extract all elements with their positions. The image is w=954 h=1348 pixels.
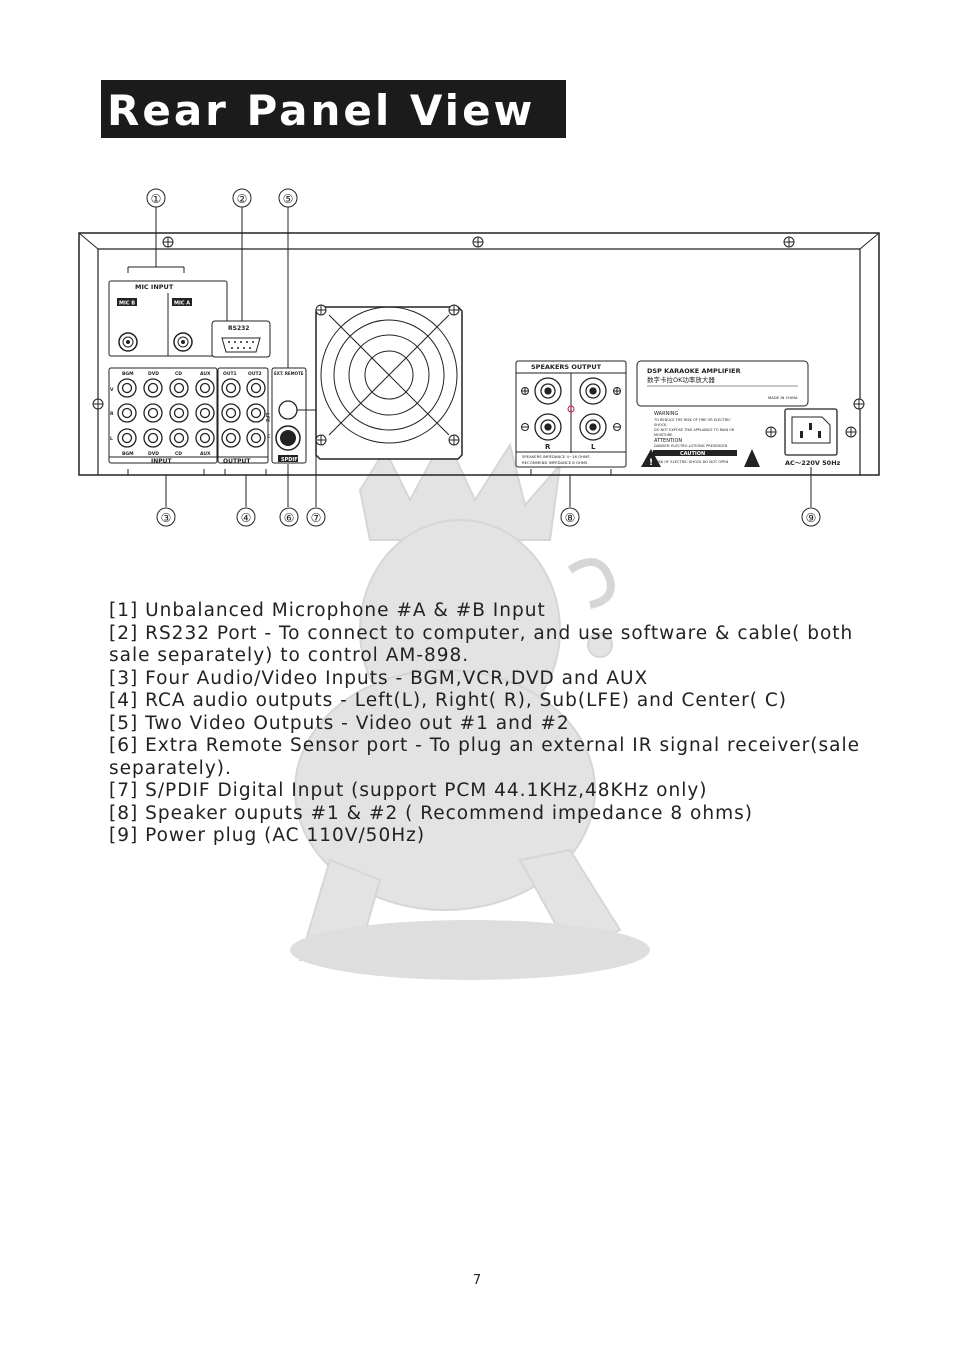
product-label: DSP KARAOKE AMPLIFIER 数字卡拉OK功率放大器 MADE I…	[636, 360, 809, 407]
mic-input-label: MIC INPUT	[135, 283, 174, 291]
input-col-dvd-bottom: DVD	[148, 451, 159, 457]
speaker-terminals[interactable]	[534, 377, 607, 441]
mic-b-label: MIC B	[119, 301, 135, 307]
speakers-output-section: SPEAKERS OUTPUT R L SPEAKERS IMPEDANCE 4…	[515, 360, 627, 468]
legend-item-4: [4] RCA audio outputs - Left(L), Right( …	[109, 690, 788, 711]
warning-text-2: SHOCK,	[654, 423, 667, 427]
callout-4: ④	[241, 511, 252, 525]
legend-item-6: [6] Extra Remote Sensor port - To plug a…	[109, 735, 860, 779]
side-letter-l: L	[110, 436, 113, 442]
caution-label: CAUTION	[680, 451, 705, 457]
product-name: DSP KARAOKE AMPLIFIER	[647, 367, 741, 375]
made-in-label: MADE IN CHINA	[768, 395, 798, 400]
callout-2: ②	[237, 192, 248, 206]
ext-remote-jack[interactable]	[278, 400, 298, 420]
product-name-cn: 数字卡拉OK功率放大器	[647, 375, 715, 384]
speakers-output-label: SPEAKERS OUTPUT	[531, 363, 602, 371]
mic-input-section: MIC INPUT MIC B MIC A	[108, 280, 228, 357]
warning-text-1: TO REDUCE THE RISK OF FIRE OR ELECTRIC	[653, 418, 731, 422]
mic-a-jack[interactable]	[173, 332, 193, 352]
warning-block: WARNING TO REDUCE THE RISK OF FIRE OR EL…	[641, 411, 760, 468]
input-col-cd: CD	[175, 371, 182, 377]
callout-1: ①	[151, 192, 162, 206]
side-letter-v: V	[110, 387, 114, 393]
input-col-aux: AUX	[200, 371, 211, 377]
page-number: 7	[472, 1273, 482, 1288]
av-output-section: OUT1 OUT2 OUTPUT LFE C	[217, 367, 271, 465]
legend-item-1: [1] Unbalanced Microphone #A & #B Input	[109, 600, 546, 621]
input-col-dvd: DVD	[148, 371, 159, 377]
warning-text-3: DO NOT EXPOSE THIS APPLIANCE TO RAIN OR	[654, 428, 735, 432]
rs232-label: RS232	[228, 325, 249, 332]
bottom-callouts: ③ ④ ⑥ ⑦ ⑧ ⑨	[156, 507, 821, 527]
input-label: INPUT	[151, 458, 173, 465]
lightning-triangle-icon	[744, 449, 760, 467]
cooling-fan	[315, 304, 463, 460]
output-side-c: C	[267, 434, 271, 440]
speaker-impedance-line1: SPEAKERS IMPEDANCE 4~16 OHMS	[522, 454, 590, 459]
legend-item-7: [7] S/PDIF Digital Input (support PCM 44…	[109, 780, 708, 801]
input-col-cd-bottom: CD	[175, 451, 182, 457]
callout-3: ③	[161, 511, 172, 525]
legend-item-8: [8] Speaker ouputs #1 & #2 ( Recommend i…	[109, 802, 753, 824]
rca-output-jacks[interactable]	[221, 378, 266, 448]
mic-b-jack[interactable]	[118, 332, 138, 352]
mascot-watermark	[290, 432, 650, 980]
output-label: OUTPUT	[223, 458, 251, 465]
av-input-section: BGM DVD CD AUX V R L BGM DVD CD AUX INPU…	[108, 367, 218, 465]
rca-input-jacks[interactable]	[117, 378, 215, 448]
callout-7: ⑦	[311, 511, 322, 525]
output-col-out1: OUT1	[223, 371, 237, 377]
rs232-port[interactable]: RS232	[211, 320, 271, 358]
input-col-bgm-bottom: BGM	[122, 451, 134, 457]
speaker-l-label: L	[591, 443, 596, 451]
speaker-r-label: R	[545, 443, 551, 451]
input-col-bgm: BGM	[122, 371, 134, 377]
warning-text-4: MOISTURE.	[654, 433, 673, 437]
warning-title: WARNING	[654, 411, 679, 417]
power-label: AC～220V 50Hz	[785, 459, 841, 467]
rear-panel-diagram: ① ② ⑤ MIC INPUT MIC B MIC A	[78, 188, 880, 527]
input-col-aux-bottom: AUX	[200, 451, 211, 457]
legend-item-3: [3] Four Audio/Video Inputs - BGM,VCR,DV…	[109, 667, 649, 689]
top-callouts: ① ② ⑤	[146, 188, 298, 208]
callout-6: ⑥	[284, 511, 295, 525]
output-side-lfe: LFE	[264, 413, 270, 422]
callout-8: ⑧	[565, 511, 576, 525]
callout-5: ⑤	[283, 192, 294, 206]
spdif-label: SPDIF	[281, 457, 298, 463]
power-socket[interactable]: AC～220V 50Hz	[765, 408, 857, 467]
legend-item-9: [9] Power plug (AC 110V/50Hz)	[109, 825, 426, 846]
mic-a-label: MIC A	[174, 301, 190, 307]
output-col-out2: OUT2	[248, 371, 262, 377]
callout-9: ⑨	[806, 511, 817, 525]
legend-item-5: [5] Two Video Outputs - Video out #1 and…	[109, 712, 570, 734]
speaker-impedance-line2: RECOMMEND IMPEDANCE 8 OHMS	[522, 460, 588, 465]
svg-text:!: !	[649, 458, 653, 468]
page-title: Rear Panel View	[107, 86, 536, 135]
caution-triangle-icon	[641, 449, 661, 467]
ext-remote-spdif-section: EXT. REMOTE SPDIF	[271, 367, 307, 464]
attention-text: DANGER: ELECTRO-LUTIONIC PRESENCED	[654, 444, 728, 448]
side-letter-r: R	[110, 411, 114, 417]
caution-text: RISK OF ELECTRIC SHOCK DO NOT OPEN	[655, 460, 729, 464]
ext-remote-label: EXT. REMOTE	[274, 371, 304, 376]
title-banner: Rear Panel View	[101, 80, 566, 138]
attention-title: ATTENTION	[654, 438, 682, 444]
connector-legend: [1] Unbalanced Microphone #A & #B Input …	[109, 600, 889, 848]
legend-item-2: [2] RS232 Port - To connect to computer,…	[109, 622, 854, 667]
